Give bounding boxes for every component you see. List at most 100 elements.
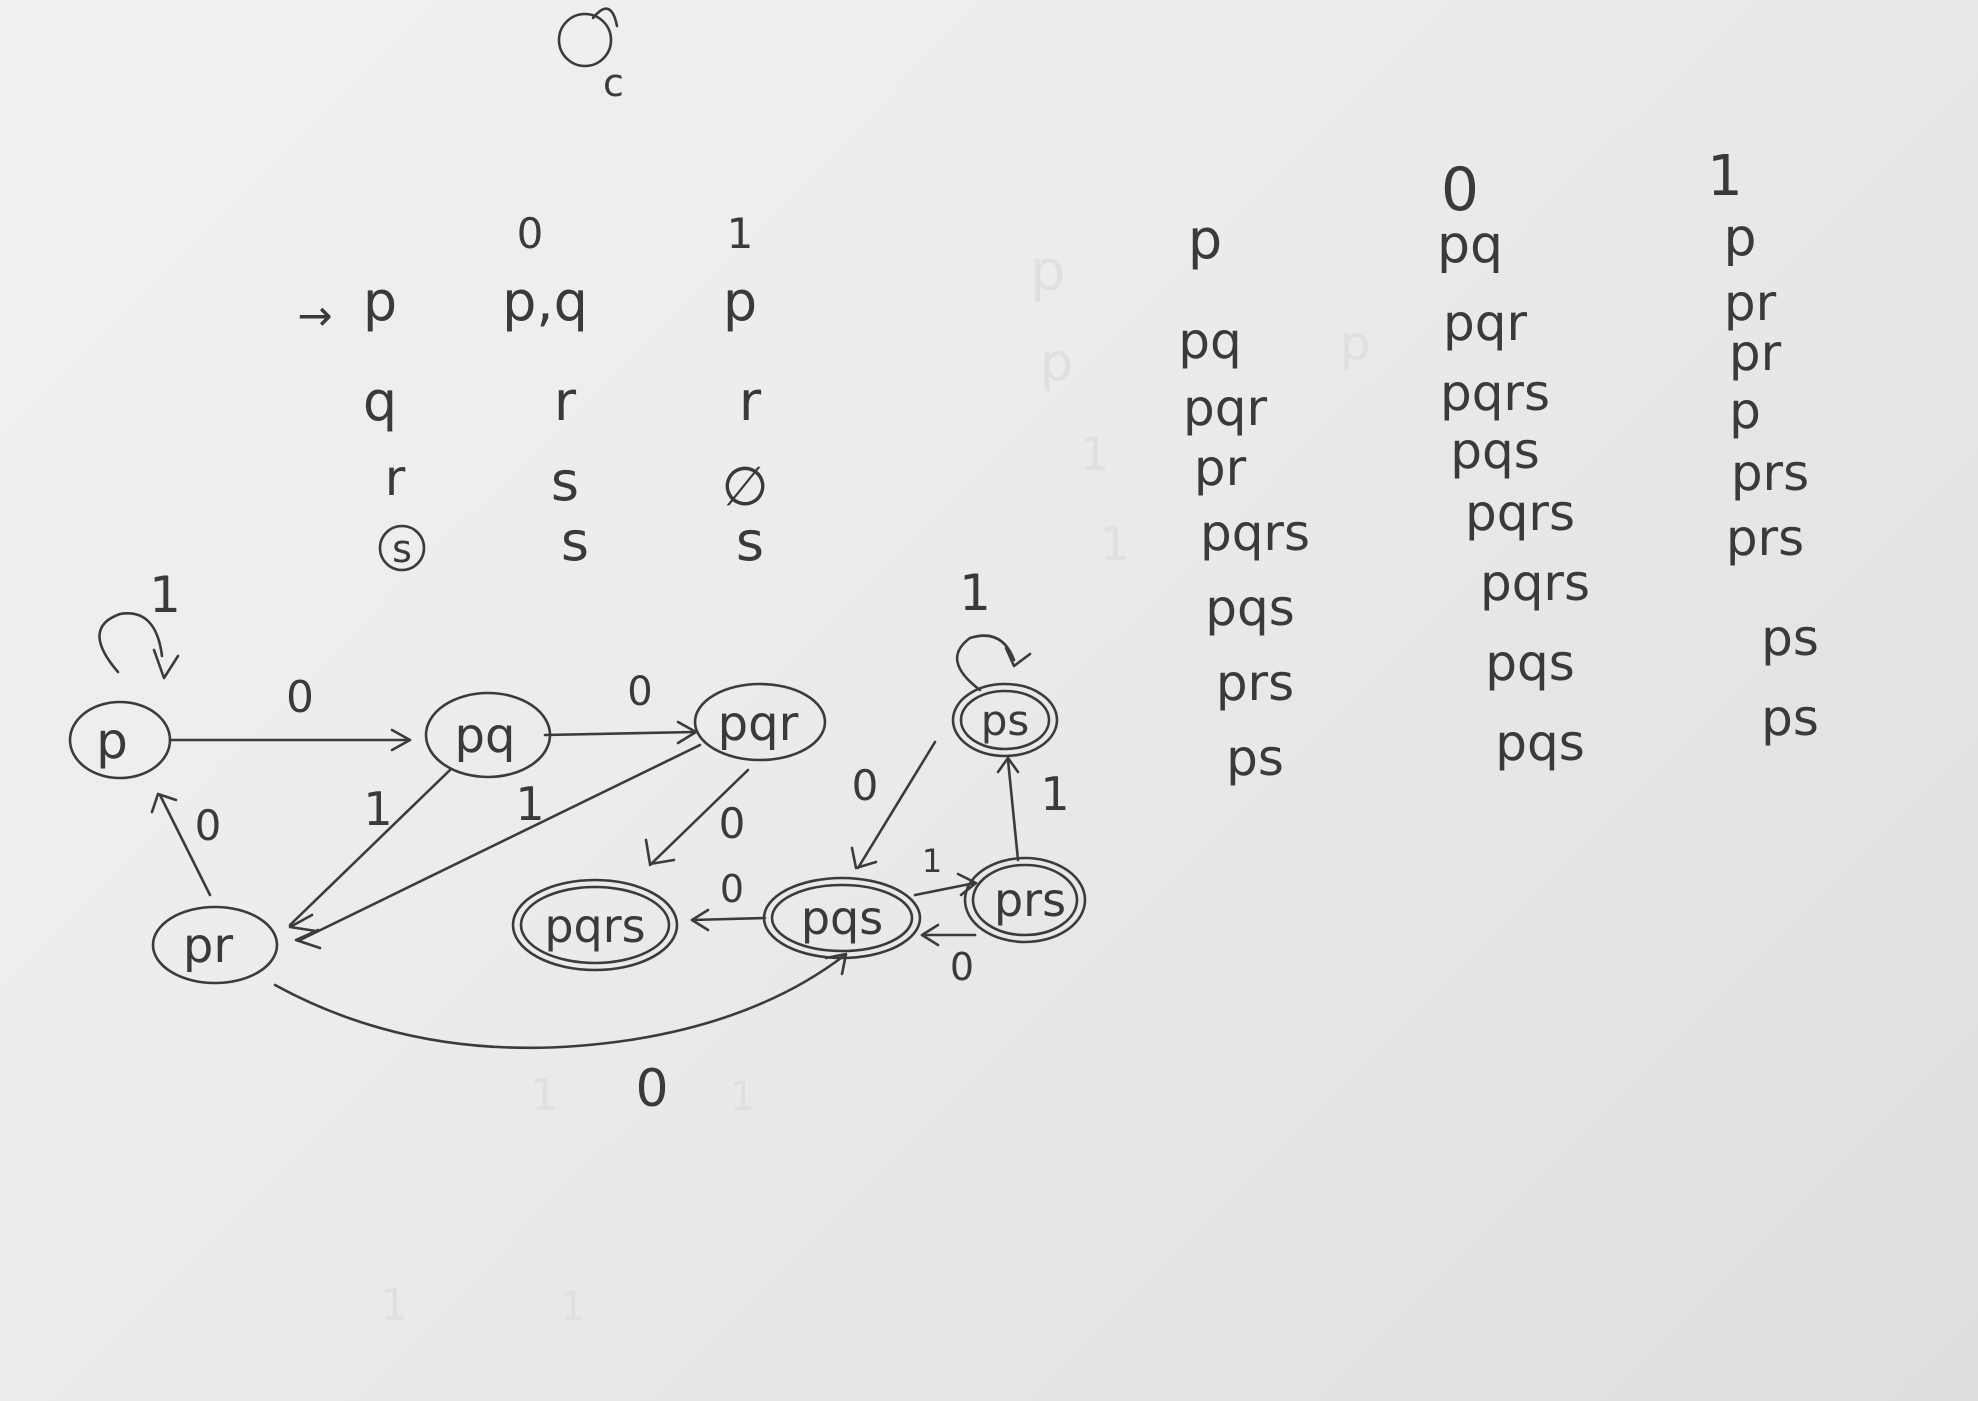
state-pr: [151, 905, 279, 985]
state-p: [68, 700, 172, 780]
edge-pqs-to-pqrs-arrowhead: [690, 908, 710, 932]
label-pqr-pr: 1: [515, 777, 544, 831]
nfa-cell-q-0: r: [554, 370, 577, 433]
dfa-cell-row-1-1: p: [1723, 208, 1756, 268]
label-pqs-pqrs: 0: [720, 867, 744, 911]
label-p-self: 1: [149, 566, 181, 624]
fragment-self-loop: [591, 7, 619, 28]
nfa-start-arrow: →: [297, 291, 332, 340]
dfa-cell-row-7-0: pqs: [1485, 634, 1575, 692]
dfa-state-row-2: pq: [1178, 312, 1241, 370]
edge-pqr-to-pr: [298, 743, 702, 942]
dfa-cell-row-4-1: p: [1729, 382, 1761, 440]
top-fragment: c: [557, 7, 624, 105]
state-prs-inner: [971, 863, 1079, 937]
state-prs: [963, 856, 1087, 944]
svg-text:p: p: [1030, 239, 1066, 304]
nfa-state-s: s: [392, 527, 412, 571]
state-pqs-inner: [770, 883, 914, 953]
edge-prs-to-pqs-arrowhead: [920, 923, 940, 947]
dfa-cell-row-5-0: pqrs: [1465, 484, 1575, 542]
edge-p-to-pq-arrowhead: [390, 728, 412, 752]
dfa-cell-row-8-1: ps: [1761, 689, 1819, 747]
edge-pr-to-p-arrowhead: [150, 792, 178, 814]
state-pq-label: pq: [455, 708, 516, 764]
dfa-state-row-6: pqs: [1205, 579, 1295, 637]
dfa-cell-row-6-1: prs: [1726, 509, 1804, 567]
dfa-state-row-4: pr: [1194, 439, 1247, 497]
edge-pqr-to-pqrs-arrowhead: [644, 838, 676, 866]
label-pq-pqr: 0: [627, 669, 652, 715]
edge-pq-to-pqr: [543, 730, 697, 737]
label-p-pq: 0: [286, 672, 314, 723]
svg-text:1: 1: [530, 1070, 558, 1121]
dfa-cell-row-2-1: pr: [1724, 274, 1777, 332]
dfa-cell-row-3-1: pr: [1729, 324, 1782, 382]
dfa-state-row-3: pqr: [1183, 379, 1267, 437]
nfa-cell-s-0: s: [561, 510, 589, 573]
state-pqr: [693, 682, 827, 762]
label-pr-pqs: 0: [635, 1059, 668, 1119]
nfa-state-p: p: [363, 270, 397, 333]
nfa-cell-r-0: s: [551, 450, 579, 513]
svg-text:1: 1: [730, 1074, 755, 1120]
edge-pqr-to-pqrs: [648, 768, 750, 867]
edge-pr-to-p: [158, 793, 212, 897]
edge-pq-to-pr: [288, 768, 452, 927]
edge-p-self-arrowhead: [152, 648, 180, 680]
nfa-cell-q-1: r: [739, 370, 762, 433]
state-pq: [424, 691, 552, 779]
state-pqs-label: pqs: [801, 891, 883, 945]
nfa-cell-r-1: ∅: [721, 455, 768, 518]
edge-prs-to-ps: [1006, 758, 1020, 862]
dfa-table: 0 1 p pq p pq pqr pr pqr pqrs pr pr pqs …: [1178, 144, 1819, 787]
dfa-diagram: p pq pqr pr pqrs pqs prs ps 1 0 0 1 1 0 …: [68, 564, 1087, 1119]
nfa-header-1: 1: [727, 209, 754, 258]
nfa-table: 0 1 → p p,q p q r r r s ∅ s s s: [297, 209, 768, 573]
label-pqs-prs: 1: [922, 842, 942, 880]
dfa-cell-row-7-1: ps: [1761, 609, 1819, 667]
dfa-cell-row-2-0: pqr: [1443, 294, 1527, 352]
label-pqr-pqrs: 0: [719, 799, 746, 848]
state-pqrs-inner: [519, 885, 671, 965]
dfa-cell-row-1-0: pq: [1437, 215, 1503, 275]
bleed-through-marks: p p p 1 1 1 1 1 1: [380, 239, 1370, 1331]
nfa-state-r: r: [385, 449, 406, 507]
nfa-cell-p-0: p,q: [502, 270, 588, 333]
dfa-header-1: 1: [1707, 144, 1743, 209]
dfa-state-row-8: ps: [1226, 729, 1284, 787]
label-pq-pr: 1: [363, 782, 392, 836]
state-ps: [951, 682, 1059, 758]
state-pqr-label: pqr: [718, 696, 799, 752]
dfa-state-row-1: p: [1188, 208, 1222, 271]
label-ps-pqs: 0: [852, 761, 879, 810]
nfa-header-0: 0: [517, 209, 544, 258]
dfa-cell-row-3-0: pqrs: [1440, 364, 1550, 422]
svg-text:1: 1: [1080, 427, 1109, 481]
state-pr-label: pr: [183, 918, 233, 974]
state-ps-label: ps: [981, 696, 1030, 745]
edge-pqs-to-prs: [913, 881, 977, 897]
edge-p-self-loop: [98, 612, 164, 674]
svg-text:p: p: [1040, 333, 1073, 393]
dfa-state-row-5: pqrs: [1200, 504, 1310, 562]
svg-text:1: 1: [560, 1284, 585, 1330]
edge-pr-to-pqs: [273, 953, 847, 1050]
edge-ps-self-loop: [955, 634, 1016, 692]
dfa-cell-row-8-0: pqs: [1495, 714, 1585, 772]
edge-prs-to-ps-arrowhead: [996, 756, 1020, 774]
dfa-cell-row-6-0: pqrs: [1480, 554, 1590, 612]
label-prs-ps: 1: [1040, 767, 1069, 821]
label-pr-p: 0: [195, 801, 222, 850]
edge-ps-self-arrowhead: [1004, 646, 1032, 668]
state-pqs: [762, 876, 922, 960]
dfa-header-0: 0: [1441, 155, 1479, 225]
edge-ps-to-pqs-arrowhead: [850, 846, 878, 870]
svg-text:p: p: [1340, 316, 1370, 372]
dfa-state-row-7: prs: [1216, 654, 1294, 712]
label-prs-pqs: 0: [950, 945, 974, 989]
edge-ps-to-pqs: [856, 740, 937, 870]
edge-pqs-to-pqrs: [690, 916, 767, 922]
state-prs-label: prs: [994, 873, 1066, 927]
